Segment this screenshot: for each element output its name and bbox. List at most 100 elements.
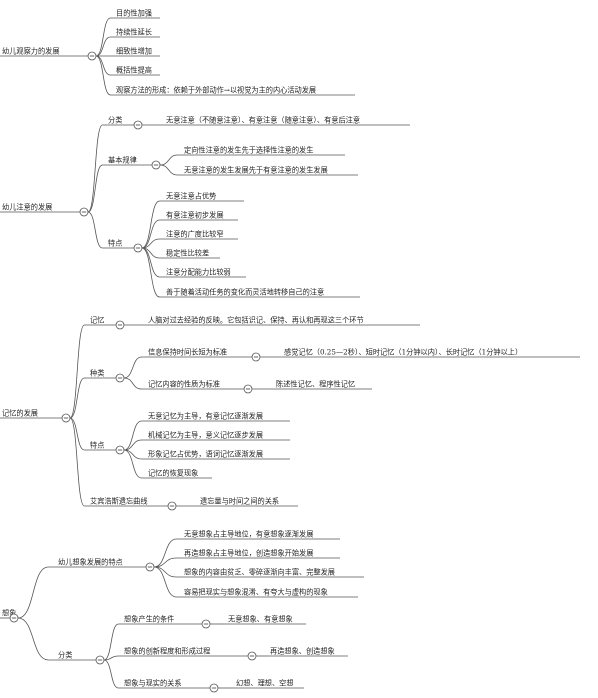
connector-n4-2	[17, 617, 56, 661]
node-n1-4[interactable]: 概括性提高	[114, 66, 160, 76]
node-n3-1-1[interactable]: 人脑对过去经验的反映。它包括识记、保持、再认和再现这三个环节	[146, 316, 420, 326]
node-n3-2-1-label: 信息保持时间长短为标准	[148, 348, 227, 357]
collapse-toggle-n4[interactable]: −	[9, 613, 19, 623]
connector-n3-2-2	[123, 377, 146, 390]
node-n2-3-4-label: 稳定性比较差	[166, 249, 209, 258]
collapse-toggle-n4-2-3[interactable]: −	[209, 683, 219, 693]
node-n2-1-label: 分类	[108, 116, 122, 125]
collapse-toggle-n2-1[interactable]: −	[133, 120, 143, 130]
node-n2-3-2[interactable]: 有意注意初步发展	[164, 211, 238, 221]
node-n3-2-2-1[interactable]: 陈述性记忆、程序性记忆	[274, 380, 372, 390]
collapse-toggle-n3-4[interactable]: −	[167, 501, 177, 511]
node-n1-5[interactable]: 观察方法的形成：依赖于外部动作→以视觉为主的内心活动发展	[114, 86, 355, 96]
node-n3-2-2[interactable]: 记忆内容的性质为标准	[146, 380, 244, 390]
connector-n1-5	[95, 55, 114, 96]
node-n2-2-1-label: 定向性注意的发生先于选择性注意的发生	[184, 146, 313, 155]
node-n4-2-1[interactable]: 想象产生的条件	[122, 615, 202, 625]
node-n2-1-1[interactable]: 无意注意（不随意注意）、有意注意（随意注意）、有意后注意	[164, 116, 410, 126]
node-n1-4-label: 概括性提高	[116, 66, 152, 75]
connector-n4-1-2	[153, 557, 182, 568]
node-n2-2-1[interactable]: 定向性注意的发生先于选择性注意的发生	[182, 146, 345, 156]
node-n4-1-2-label: 再造想象占主导地位，创造想象开始发展	[184, 549, 313, 558]
node-n4[interactable]: 想象	[0, 609, 16, 619]
node-n1[interactable]: 幼儿观察力的发展	[0, 47, 88, 57]
connector-n4-2-2	[103, 655, 122, 661]
collapse-toggle-n3-2-2[interactable]: −	[243, 384, 253, 394]
collapse-toggle-n3-2-1[interactable]: −	[251, 352, 261, 362]
collapse-toggle-n4-1[interactable]: −	[145, 562, 155, 572]
node-n4-2-2-1[interactable]: 再造想象、创造想象	[268, 647, 348, 657]
node-n2[interactable]: 幼儿注意的发展	[0, 203, 80, 213]
collapse-toggle-n3-2[interactable]: −	[115, 373, 125, 383]
collapse-toggle-n3-1[interactable]: −	[115, 320, 125, 330]
node-n4-2-1-1[interactable]: 无意想象、有意想象	[226, 615, 306, 625]
node-n4-2[interactable]: 分类	[56, 651, 96, 661]
node-n3-1-label: 记忆	[90, 316, 104, 325]
connector-n1-1	[95, 17, 114, 57]
node-n3-4[interactable]: 艾宾浩斯遗忘曲线	[88, 497, 168, 507]
node-n2-1[interactable]: 分类	[106, 116, 134, 126]
collapse-toggle-n4-2-1[interactable]: −	[201, 619, 211, 629]
node-n3-2-1-1[interactable]: 感觉记忆（0.25—2秒）、短时记忆（1分钟以内）、长时记忆（1分钟以上）	[282, 348, 580, 358]
connector-n3-2	[69, 377, 88, 419]
node-n4-1-1[interactable]: 无意想象占主导地位，有意想象逐渐发展	[182, 530, 340, 540]
node-n4-2-2-1-label: 再造想象、创造想象	[270, 647, 335, 656]
node-n2-3[interactable]: 特点	[106, 239, 134, 249]
node-n3-3-3-label: 形象记忆占优势，语词记忆逐渐发展	[148, 450, 263, 459]
node-n1-2[interactable]: 持续性延长	[114, 28, 160, 38]
node-n3-2-label: 种类	[90, 369, 104, 378]
node-n3-4-1[interactable]: 遗忘量与时间之间的关系	[198, 497, 298, 507]
node-n1-1[interactable]: 目的性加强	[114, 9, 160, 19]
node-n3[interactable]: 记忆的发展	[0, 409, 62, 419]
node-n2-2[interactable]: 基本规律	[106, 156, 152, 166]
node-n1-5-label: 观察方法的形成：依赖于外部动作→以视觉为主的内心活动发展	[116, 86, 316, 95]
connector-n3-3-2	[123, 439, 146, 451]
node-n2-3-1[interactable]: 无意注意占优势	[164, 192, 244, 202]
node-n2-3-5[interactable]: 注意分配能力比较弱	[164, 268, 246, 278]
node-n4-1-3-label: 想象的内容由贫乏、零碎逐渐向丰富、完整发展	[184, 568, 335, 577]
node-n2-3-5-label: 注意分配能力比较弱	[166, 268, 231, 277]
node-n2-2-2[interactable]: 无意注意的发生发展先于有意注意的发生发展	[182, 166, 358, 176]
node-n4-2-3-1[interactable]: 幻想、理想、空想	[234, 679, 304, 689]
node-n4-1-3[interactable]: 想象的内容由贫乏、零碎逐渐向丰富、完整发展	[182, 568, 364, 578]
connector-n2-3-1	[141, 200, 164, 249]
node-n3-3-1[interactable]: 无意记忆为主导，有意记忆逐渐发展	[146, 412, 290, 422]
node-n2-2-label: 基本规律	[108, 156, 137, 165]
connector-n3-3-3	[123, 449, 146, 460]
collapse-toggle-n3-3[interactable]: −	[115, 445, 125, 455]
collapse-toggle-n4-2-2[interactable]: −	[247, 651, 257, 661]
node-n4-2-2[interactable]: 想象的创新程度和形成过程	[122, 647, 248, 657]
collapse-toggle-n3[interactable]: −	[61, 413, 71, 423]
connector-n2-3-3	[141, 238, 164, 249]
node-n3-2-1[interactable]: 信息保持时间长短为标准	[146, 348, 252, 358]
connector-n4-2-1	[103, 623, 122, 661]
node-n4-1-4-label: 容易把现实与想象混淆、有夸大与虚构的现象	[184, 588, 328, 597]
node-n2-3-6[interactable]: 善于随着活动任务的变化而灵活地转移自己的注意	[164, 288, 360, 298]
node-n4-2-3[interactable]: 想象与现实的关系	[122, 679, 210, 689]
node-n3-3-2-label: 机械记忆为主导，意义记忆逐步发展	[148, 431, 263, 440]
node-n3-3-3[interactable]: 形象记忆占优势，语词记忆逐渐发展	[146, 450, 290, 460]
node-n2-3-4[interactable]: 稳定性比较差	[164, 249, 220, 259]
collapse-toggle-n2-3[interactable]: −	[133, 243, 143, 253]
collapse-toggle-n4-2[interactable]: −	[95, 655, 105, 665]
node-n3-3-2[interactable]: 机械记忆为主导，意义记忆逐步发展	[146, 431, 290, 441]
connector-n4-2-3	[103, 659, 122, 689]
collapse-toggle-n2-2[interactable]: −	[151, 160, 161, 170]
node-n4-1[interactable]: 幼儿想象发展的特点	[56, 558, 146, 568]
node-n4-1-2[interactable]: 再造想象占主导地位，创造想象开始发展	[182, 549, 340, 559]
node-n2-3-3[interactable]: 注意的广度比较窄	[164, 230, 238, 240]
node-n3-3-4[interactable]: 记忆的恢复现象	[146, 469, 212, 479]
node-n1-label: 幼儿观察力的发展	[2, 47, 60, 56]
node-n4-1-4[interactable]: 容易把现实与想象混淆、有夸大与虚构的现象	[182, 588, 358, 598]
node-n3-3[interactable]: 特点	[88, 441, 116, 451]
node-n3-1-1-label: 人脑对过去经验的反映。它包括识记、保持、再认和再现这三个环节	[148, 316, 364, 325]
node-n4-2-1-1-label: 无意想象、有意想象	[228, 615, 293, 624]
node-n4-2-3-label: 想象与现实的关系	[124, 679, 182, 688]
node-n1-3[interactable]: 细致性增加	[114, 47, 160, 57]
node-n3-2[interactable]: 种类	[88, 369, 116, 379]
collapse-toggle-n2[interactable]: −	[79, 207, 89, 217]
node-n1-1-label: 目的性加强	[116, 9, 152, 18]
collapse-toggle-n1[interactable]: −	[87, 51, 97, 61]
node-n3-1[interactable]: 记忆	[88, 316, 116, 326]
